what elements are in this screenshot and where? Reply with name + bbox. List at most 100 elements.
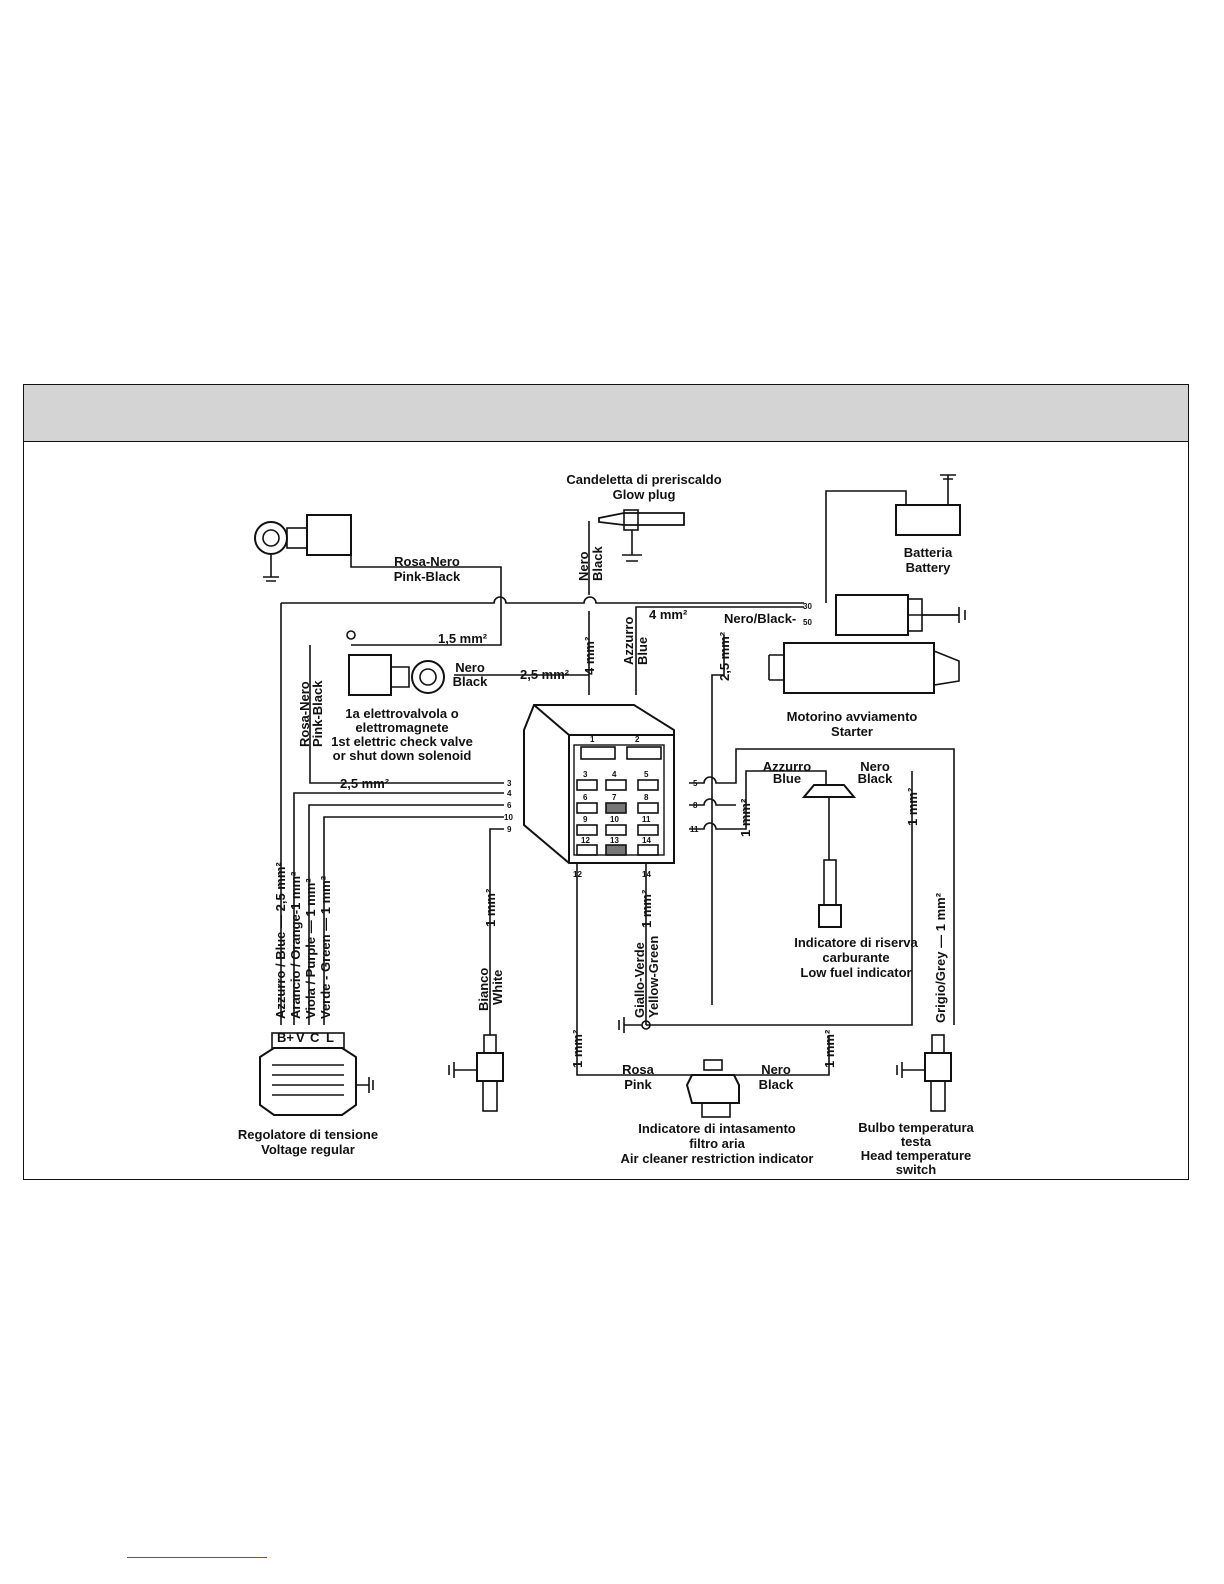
regulator-wire-1: Azzurro / Blue — 2,5 mm²: [273, 862, 288, 1019]
wire-rosa-air: [576, 863, 830, 1076]
solenoid-label-3: 1st elettric check valve: [331, 734, 473, 749]
regulator-terminal-bplus: B+: [277, 1030, 294, 1045]
battery-icon: [825, 474, 961, 603]
wires: [280, 521, 955, 1076]
starter-nero-black-label: Nero/Black-: [724, 611, 796, 626]
wire-label-glow-nero-en: Black: [590, 546, 605, 581]
wire-viola: [308, 804, 504, 1025]
pin-8: 8: [644, 793, 649, 802]
head-temp-label-1: Bulbo temperatura: [858, 1120, 974, 1135]
wire-main-top: [281, 596, 804, 604]
fuel-indicator-label-2: carburante: [822, 950, 889, 965]
size-2-5-c: 2,5 mm²: [717, 631, 732, 681]
regulator-wire-2: Arancio / Orange-1 mm²: [288, 871, 303, 1019]
size-1-a: 1 mm²: [483, 888, 498, 927]
regulator-terminal-l: L: [326, 1030, 334, 1045]
wire-bianco: [489, 828, 504, 1035]
battery-label-it: Batteria: [904, 545, 953, 560]
pin-2: 2: [635, 735, 640, 744]
wire-rosa-nero-top: [350, 535, 502, 646]
diagram-frame: Candeletta di preriscaldo Glow plug Batt…: [23, 384, 1189, 1180]
wire-label-rosa-en: Pink: [624, 1077, 652, 1092]
size-1-5: 1,5 mm²: [438, 631, 488, 646]
central-connector: [523, 704, 675, 864]
wire-label-rosa-nero-vert-it: Rosa-Nero: [297, 681, 312, 747]
head-temp-label-4: switch: [896, 1162, 937, 1177]
size-1-f: 1 mm²: [822, 1029, 837, 1068]
side-pin-6: 6: [507, 801, 512, 810]
side-pin-9: 9: [507, 825, 512, 834]
size-1-b: 1 mm²: [639, 889, 654, 928]
wire-label-grigio: Grigio/Grey — 1 mm²: [933, 892, 948, 1023]
starter-terminal-30: 30: [803, 602, 812, 611]
wire-label-azzurro-it: Azzurro: [621, 617, 636, 665]
air-cleaner-label-2: filtro aria: [689, 1136, 745, 1151]
solenoid-label-1: 1a elettrovalvola o: [345, 706, 458, 721]
glow-plug-label-en: Glow plug: [613, 487, 676, 502]
wire-arancio: [293, 792, 504, 1025]
regulator-terminal-c: C: [310, 1030, 320, 1045]
regulator-label-en: Voltage regular: [261, 1142, 355, 1157]
bianco-sender-icon: [448, 1034, 504, 1112]
wire-label-glow-nero-it: Nero: [576, 551, 591, 581]
size-2-5-b: 2,5 mm²: [340, 776, 390, 791]
battery-label-en: Battery: [906, 560, 952, 575]
wire-label-rosa-it: Rosa: [622, 1062, 655, 1077]
pin-1: 1: [590, 735, 595, 744]
size-4-a: 4 mm²: [582, 636, 597, 675]
glow-plug-label-it: Candeletta di preriscaldo: [566, 472, 721, 487]
size-4-b: 4 mm²: [649, 607, 688, 622]
air-cleaner-label-3: Air cleaner restriction indicator: [621, 1151, 814, 1166]
ground-junction-icon: [618, 1017, 651, 1033]
starter-label-en: Starter: [831, 724, 873, 739]
glow-plug-icon: [598, 509, 685, 562]
size-1-e: 1 mm²: [570, 1029, 585, 1068]
pin-10: 10: [610, 815, 619, 824]
regulator-label-it: Regolatore di tensione: [238, 1127, 378, 1142]
wire-label-rosa-nero-en: Pink-Black: [394, 569, 461, 584]
fuel-indicator-label-1: Indicatore di riserva: [794, 935, 918, 950]
pin-14: 14: [642, 836, 651, 845]
wire-fuel-azzurro: [689, 748, 955, 1025]
head-temp-label-2: testa: [901, 1134, 932, 1149]
pin-11: 11: [642, 815, 651, 824]
wire-label-nero-air-it: Nero: [761, 1062, 791, 1077]
head-temp-label-3: Head temperature: [861, 1148, 972, 1163]
wire-label-nero-air-en: Black: [759, 1077, 794, 1092]
solenoid-label-2: elettromagnete: [355, 720, 448, 735]
wire-rosa-nero-vert: [309, 645, 504, 784]
side-pin-11: 11: [690, 825, 699, 834]
top-solenoid-icon: [254, 514, 352, 582]
voltage-regulator-icon: [259, 1032, 374, 1116]
wire-label-nero-sol-it: Nero: [455, 660, 485, 675]
wire-label-rosa-nero-vert-en: Pink-Black: [310, 680, 325, 747]
wire-label-azzurro-en: Blue: [635, 637, 650, 665]
starter-label-it: Motorino avviamento: [787, 709, 918, 724]
wire-nero-starter: [711, 635, 725, 1005]
wire-label-fuel-azzurro-en: Blue: [773, 771, 801, 786]
size-1-d: 1 mm²: [905, 787, 920, 826]
air-cleaner-label-1: Indicatore di intasamento: [638, 1121, 796, 1136]
pin-4: 4: [612, 770, 617, 779]
pin-12: 12: [581, 836, 590, 845]
pin-9: 9: [583, 815, 588, 824]
wire-fuel-nero: [646, 771, 913, 1026]
fuel-indicator-icon: [801, 784, 857, 928]
pin-13: 13: [610, 836, 619, 845]
wire-pin8: [689, 798, 736, 806]
wire-label-fuel-nero-it: Nero: [860, 759, 890, 774]
shutdown-solenoid-icon: [346, 630, 445, 696]
starter-motor-icon: [768, 594, 966, 694]
side-pin-10: 10: [504, 813, 513, 822]
frame-header: [24, 385, 1188, 442]
pin-5: 5: [644, 770, 649, 779]
regulator-wire-3: Viola / Purple — 1 mm²: [303, 878, 318, 1019]
footer-rule: [127, 1557, 267, 1558]
wire-label-rosa-nero-it: Rosa-Nero: [394, 554, 460, 569]
side-pin-4: 4: [507, 789, 512, 798]
pin-7: 7: [612, 793, 617, 802]
wire-label-bianco-it: Bianco: [476, 968, 491, 1011]
wire-label-bianco-en: White: [490, 970, 505, 1005]
size-2-5-a: 2,5 mm²: [520, 667, 570, 682]
fuel-indicator-label-3: Low fuel indicator: [800, 965, 911, 980]
